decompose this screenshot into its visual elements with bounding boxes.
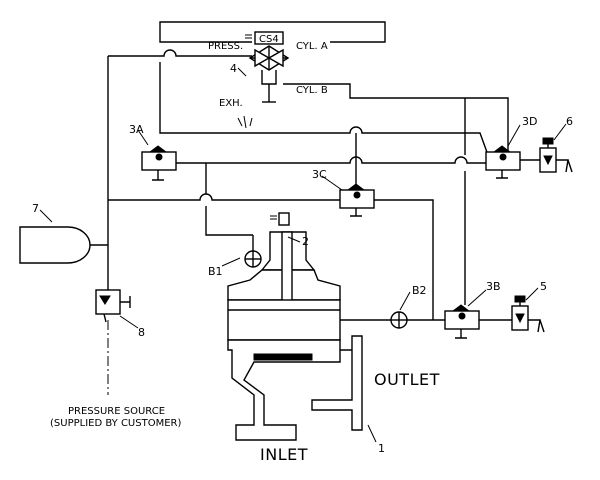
flow-control-6 [539,137,573,173]
four-way-valve-4 [237,31,290,129]
callout-2: 2 [302,235,309,248]
main-valve-1 [227,212,363,441]
leader-lines [39,67,567,443]
three-way-valve-3a [141,145,177,181]
callouts: 4 3A 3D 6 3C 2 B1 B2 3B 5 7 8 1 [32,62,573,455]
flow-control-5 [511,295,545,333]
callout-8: 8 [138,326,145,339]
piping [88,21,540,395]
callout-6: 6 [566,115,573,128]
callout-4: 4 [230,62,237,75]
label-outlet: OUTLET [374,370,440,389]
callout-5: 5 [540,280,547,293]
label-inlet: INLET [260,445,308,464]
callout-7: 7 [32,202,39,215]
label-exh: EXH. [219,98,243,109]
label-pressure-source: PRESSURE SOURCE [68,406,165,417]
callout-b1: B1 [208,265,223,278]
regulator-8 [95,289,131,323]
label-cs4: CS4 [259,34,279,45]
label-press: PRESS. [208,41,243,52]
label-supplied-by-customer: (SUPPLIED BY CUSTOMER) [50,418,181,429]
three-way-valve-3d [485,145,521,179]
three-way-valve-3b [444,304,480,339]
callout-3b: 3B [486,280,501,293]
callout-b2: B2 [412,284,427,297]
valve-b2 [390,311,408,329]
tank-7 [19,226,91,264]
label-cyl-a: CYL. A [296,41,328,52]
callout-3c: 3C [312,168,327,181]
labels: CS4 PRESS. CYL. A CYL. B EXH. OUTLET INL… [50,34,440,464]
valve-b1 [244,250,262,268]
callout-1: 1 [378,442,385,455]
label-cyl-b: CYL. B [296,85,328,96]
callout-3a: 3A [129,123,144,136]
three-way-valve-3c [339,183,375,217]
callout-3d: 3D [522,115,537,128]
